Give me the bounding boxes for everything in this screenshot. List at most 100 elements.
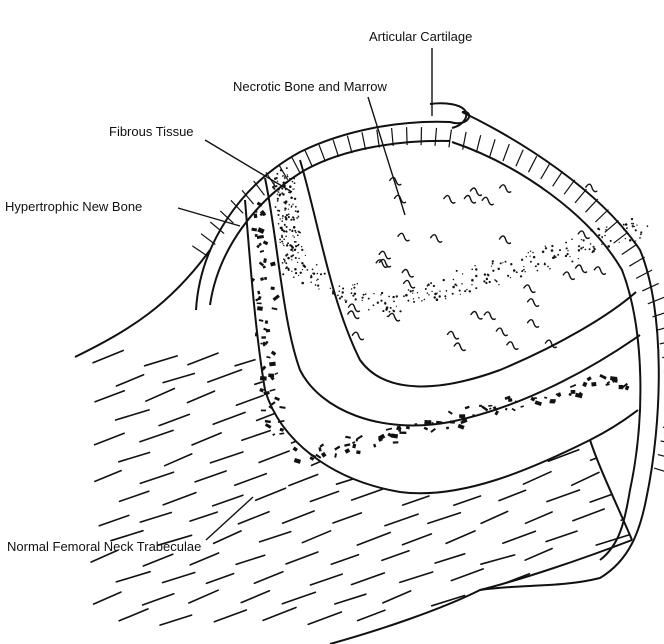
label-necrotic-bone-and-marrow: Necrotic Bone and Marrow bbox=[233, 79, 387, 94]
fibrous-dot bbox=[567, 250, 569, 252]
fibrous-dot bbox=[316, 279, 318, 281]
fibrous-dot bbox=[485, 277, 489, 281]
fibrous-dot bbox=[342, 287, 345, 290]
cartilage-hatch-line bbox=[200, 233, 216, 245]
hypertrophic-blot bbox=[621, 382, 628, 389]
trabecula-stroke bbox=[145, 387, 176, 403]
fibrous-dot bbox=[584, 248, 587, 251]
trabecula-stroke bbox=[237, 510, 270, 525]
cartilage-hatch-line bbox=[391, 127, 394, 147]
necrotic-squiggle bbox=[347, 303, 361, 313]
hypertrophic-blot bbox=[599, 374, 607, 380]
hypertrophic-blot bbox=[398, 428, 402, 432]
hypertrophic-blot bbox=[256, 234, 264, 240]
fibrous-dot bbox=[373, 292, 375, 295]
fibrous-dot bbox=[395, 295, 398, 298]
fibrous-dot bbox=[274, 206, 277, 208]
hypertrophic-blot bbox=[250, 277, 256, 283]
hypertrophic-blot bbox=[511, 407, 516, 412]
fibrous-dot bbox=[607, 245, 610, 248]
fibrous-dot bbox=[529, 250, 532, 252]
cartilage-hatch-line bbox=[230, 199, 244, 214]
hypertrophic-blot bbox=[261, 365, 267, 371]
necrotic-squiggle bbox=[585, 183, 598, 193]
hypertrophic-blot bbox=[263, 390, 270, 396]
fibrous-dot bbox=[276, 209, 279, 212]
fibrous-dot bbox=[426, 285, 429, 287]
fibrous-dot bbox=[277, 213, 280, 217]
fibrous-dot bbox=[364, 293, 367, 295]
trabecula-stroke bbox=[213, 609, 248, 623]
fibrous-dot bbox=[392, 309, 395, 312]
fibrous-dot bbox=[294, 229, 297, 232]
trabecula-stroke bbox=[546, 414, 578, 426]
trabecula-stroke bbox=[547, 448, 580, 463]
fibrous-dot bbox=[597, 227, 600, 231]
fibrous-dot bbox=[418, 297, 420, 299]
hypertrophic-blot bbox=[472, 414, 476, 417]
fibrous-dot bbox=[632, 222, 635, 225]
hypertrophic-blot bbox=[392, 441, 399, 444]
fibrous-dot bbox=[285, 254, 288, 257]
fibrous-dot bbox=[635, 240, 637, 242]
fibrous-dot bbox=[475, 287, 478, 290]
trabecula-stroke bbox=[405, 448, 439, 462]
trabecula-stroke bbox=[92, 591, 122, 605]
fibrous-dot bbox=[639, 233, 642, 236]
fibrous-dot bbox=[285, 267, 287, 270]
trabecula-stroke bbox=[93, 432, 125, 446]
hypertrophic-blot bbox=[256, 302, 262, 305]
cartilage-hatch-line bbox=[527, 155, 538, 173]
trabecula-stroke bbox=[162, 491, 197, 506]
fibrous-dot bbox=[495, 279, 497, 282]
trabecula-stroke bbox=[620, 349, 632, 364]
fibrous-dot bbox=[598, 234, 601, 237]
fibrous-dot bbox=[287, 242, 290, 245]
fibrous-dot bbox=[353, 286, 356, 289]
fibrous-dot bbox=[280, 226, 283, 229]
hypertrophic-blot bbox=[256, 244, 260, 249]
hypertrophic-blot bbox=[264, 340, 269, 346]
fibrous-dot bbox=[337, 294, 339, 297]
hypertrophic-blot bbox=[447, 410, 453, 415]
hypertrophic-blot bbox=[492, 405, 498, 411]
fibrous-dot bbox=[293, 197, 297, 200]
trabecula-stroke bbox=[384, 389, 420, 402]
fibrous-dot bbox=[276, 197, 279, 200]
fibrous-dot bbox=[315, 263, 318, 266]
fibrous-dot bbox=[281, 215, 284, 217]
necrotic-marrow-marks bbox=[347, 176, 607, 352]
hypertrophic-blot bbox=[270, 350, 277, 356]
hypertrophic-blot bbox=[459, 414, 466, 419]
fibrous-dot bbox=[290, 196, 293, 200]
trabecula-stroke bbox=[253, 570, 284, 585]
cartilage-hatch-line bbox=[613, 231, 629, 244]
trabecula-stroke bbox=[427, 511, 462, 525]
cartilage-hatch-line bbox=[635, 269, 653, 279]
fibrous-dot bbox=[382, 310, 385, 313]
fibrous-dot bbox=[445, 290, 448, 292]
fibrous-dot bbox=[471, 284, 473, 286]
trabecula-stroke bbox=[545, 530, 578, 543]
fibrous-dot bbox=[282, 243, 284, 245]
fibrous-dot bbox=[273, 190, 276, 193]
fibrous-dot bbox=[622, 228, 625, 231]
fibrous-dot bbox=[601, 235, 603, 238]
fibrous-dot bbox=[444, 295, 447, 298]
hypertrophic-blot bbox=[586, 376, 592, 382]
cartilage-hatch-line bbox=[278, 163, 289, 181]
cartilage-hatch-line bbox=[241, 189, 255, 205]
fibrous-dot bbox=[452, 285, 455, 289]
fibrous-dot bbox=[633, 225, 636, 228]
fibrous-dot bbox=[285, 214, 288, 217]
trabecula-stroke bbox=[647, 611, 664, 623]
fibrous-dot bbox=[605, 226, 608, 228]
trabecula-stroke bbox=[350, 572, 386, 586]
fibrous-dot bbox=[461, 282, 463, 285]
fibrous-dot bbox=[292, 226, 296, 229]
femoral-neck-inner bbox=[589, 439, 633, 541]
trabecula-stroke bbox=[524, 429, 554, 442]
fibrous-dot bbox=[291, 249, 294, 251]
fibrous-dot bbox=[329, 287, 332, 289]
hypertrophic-blot bbox=[344, 448, 351, 454]
